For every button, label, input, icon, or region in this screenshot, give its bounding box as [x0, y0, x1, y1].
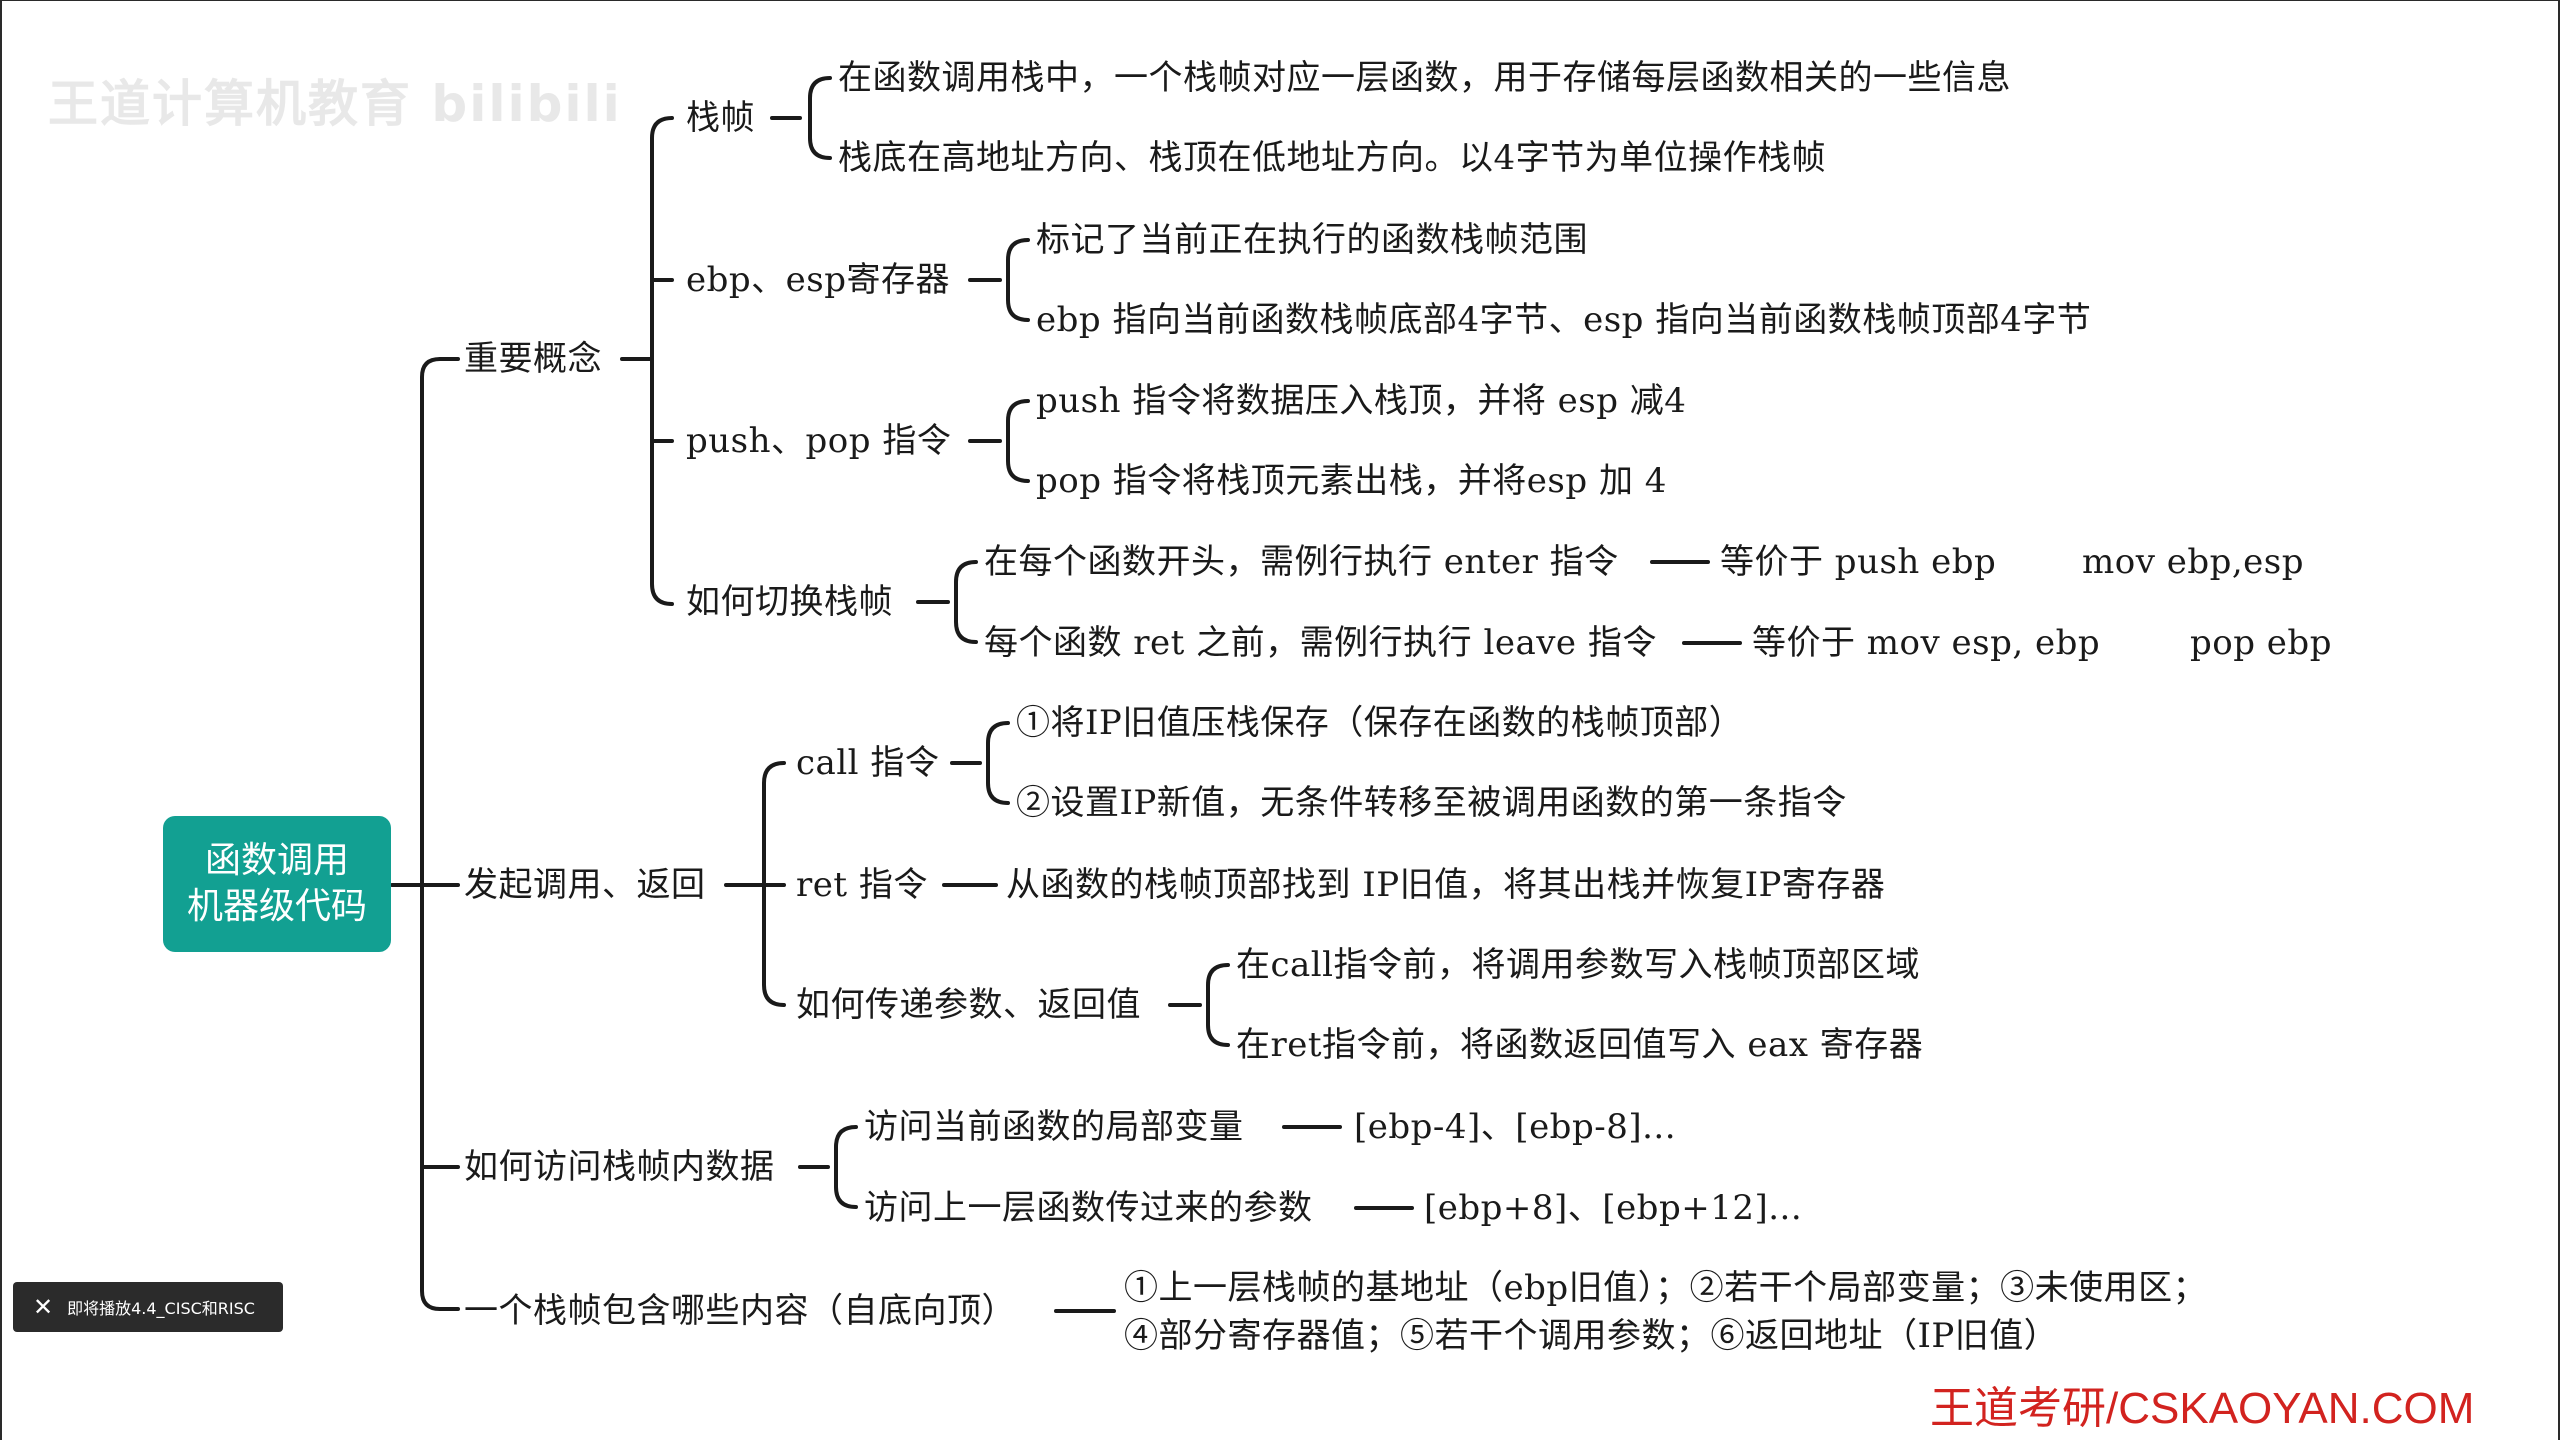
leaf-frame-contents-1: ①上一层栈帧的基地址（ebp旧值）；②若干个局部变量；③未使用区； [1124, 1268, 2208, 1308]
leaf-stack-frame-1: 在函数调用栈中，一个栈帧对应一层函数，用于存储每层函数相关的一些信息 [838, 58, 2011, 98]
leaf-switch-enter: 在每个函数开头，需例行执行 enter 指令 [984, 542, 1619, 582]
connector-b1c3-bracket [1006, 399, 1030, 483]
leaf-access-locals-val: [ebp-4]、[ebp-8]... [1354, 1107, 1677, 1147]
close-icon[interactable]: ✕ [33, 1293, 54, 1321]
leaf-call-1: ①将IP旧值压栈保存（保存在函数的栈帧顶部） [1016, 703, 1744, 743]
connector-b1c2-bracket [1006, 238, 1030, 322]
branch-access-stack-data: 如何访问栈帧内数据 [464, 1147, 775, 1187]
leaf-params-1: 在call指令前，将调用参数写入栈帧顶部区域 [1236, 945, 1921, 985]
leaf-ret-1: 从函数的栈帧顶部找到 IP旧值，将其出栈并恢复IP寄存器 [1006, 865, 1886, 905]
root-node-line1: 函数调用 [204, 840, 349, 881]
leaf-push-pop-2: pop 指令将栈顶元素出栈，并将esp 加 4 [1036, 461, 1667, 501]
node-pass-params-return: 如何传递参数、返回值 [796, 985, 1141, 1025]
connector-b1c4-bracket [954, 560, 978, 644]
leaf-ebp-esp-1: 标记了当前正在执行的函数栈帧范围 [1036, 220, 1588, 260]
leaf-switch-leave-eq2: pop ebp [2190, 623, 2332, 663]
branch-stack-frame-contents: 一个栈帧包含哪些内容（自底向顶） [464, 1291, 1016, 1331]
leaf-access-params-val: [ebp+8]、[ebp+12]... [1424, 1188, 1803, 1228]
leaf-switch-enter-eq2: mov ebp,esp [2082, 542, 2305, 582]
leaf-access-params: 访问上一层函数传过来的参数 [864, 1188, 1313, 1228]
root-node-line2: 机器级代码 [186, 886, 367, 927]
connector-b1-bracket [650, 116, 674, 606]
connector-b3-bracket [834, 1125, 858, 1209]
branch-call-return: 发起调用、返回 [464, 865, 706, 905]
leaf-push-pop-1: push 指令将数据压入栈顶，并将 esp 减4 [1036, 381, 1687, 421]
leaf-frame-contents-2: ④部分寄存器值；⑤若干个调用参数；⑥返回地址（IP旧值） [1124, 1316, 2059, 1356]
brand-text: 王道考研/CSKAOYAN.COM [1930, 1384, 2475, 1433]
bilibili-watermark: 王道计算机教育 bilibili [48, 75, 622, 133]
connector-b1c1-bracket [808, 76, 832, 160]
branch-important-concepts: 重要概念 [464, 339, 602, 379]
leaf-switch-leave: 每个函数 ret 之前，需例行执行 leave 指令 [984, 623, 1657, 663]
root-node: 函数调用 机器级代码 [163, 816, 391, 952]
connector-b2c1-bracket [986, 721, 1010, 805]
node-ret-instruction: ret 指令 [796, 865, 928, 905]
leaf-stack-frame-2: 栈底在高地址方向、栈顶在低地址方向。以4字节为单位操作栈帧 [838, 138, 1827, 178]
leaf-switch-leave-eq: 等价于 mov esp, ebp [1752, 623, 2101, 663]
next-video-toast[interactable]: ✕ 即将播放4.4_CISC和RISC [13, 1282, 283, 1332]
node-push-pop: push、pop 指令 [686, 421, 952, 461]
node-switch-stack-frame: 如何切换栈帧 [686, 582, 893, 622]
leaf-params-2: 在ret指令前，将函数返回值写入 eax 寄存器 [1236, 1025, 1924, 1065]
connector-root-bracket [420, 357, 442, 1311]
leaf-access-locals: 访问当前函数的局部变量 [864, 1107, 1244, 1147]
leaf-call-2: ②设置IP新值，无条件转移至被调用函数的第一条指令 [1016, 783, 1847, 823]
node-stack-frame: 栈帧 [686, 98, 755, 138]
leaf-switch-enter-eq: 等价于 push ebp [1720, 542, 1997, 582]
leaf-ebp-esp-2: ebp 指向当前函数栈帧底部4字节、esp 指向当前函数栈帧顶部4字节 [1036, 300, 2092, 340]
next-video-text: 即将播放4.4_CISC和RISC [67, 1299, 255, 1318]
connector-b2c3-bracket [1206, 963, 1230, 1047]
node-ebp-esp-registers: ebp、esp寄存器 [686, 260, 950, 300]
node-call-instruction: call 指令 [796, 743, 940, 783]
